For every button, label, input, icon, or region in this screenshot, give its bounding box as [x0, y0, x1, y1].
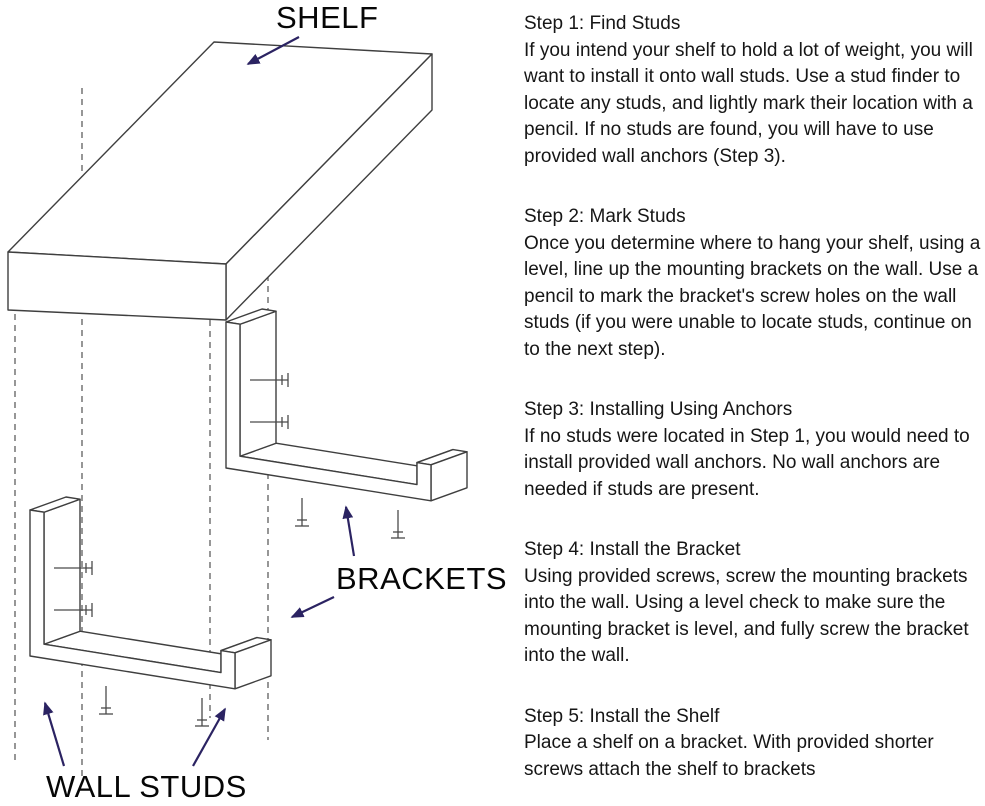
brackets-label: BRACKETS — [336, 561, 508, 596]
shelf-label: SHELF — [276, 0, 379, 35]
wall-studs-label: WALL STUDS — [46, 769, 247, 804]
step-5-title: Step 5: Install the Shelf — [524, 705, 720, 727]
step-1-title: Step 1: Find Studs — [524, 13, 681, 34]
annotation-arrows — [43, 36, 356, 767]
step-2-body: Once you determine where to hang your sh… — [524, 232, 981, 360]
step-1-body: If you intend your shelf to hold a lot o… — [524, 39, 973, 167]
shelf-board-drawing — [7, 41, 433, 321]
brackets-arrow-lower — [290, 596, 335, 618]
shelf-front-face — [7, 251, 227, 321]
brackets-arrow-upper — [342, 505, 356, 557]
wall-studs-arrow-left — [43, 701, 66, 767]
shelf-arrow — [246, 36, 300, 65]
step-5-body: Place a shelf on a bracket. With provide… — [524, 732, 934, 780]
step-5-block: Step 5: Install the Shelf Place a shelf … — [524, 704, 982, 784]
step-4-block: Step 4: Install the Bracket Using provid… — [524, 537, 982, 670]
step-1-block: Step 1: Find Studs If you intend your sh… — [524, 11, 982, 170]
shelf-installation-diagram: SHELF BRACKETS WALL STUDS — [7, 0, 508, 804]
step-3-body: If no studs were located in Step 1, you … — [524, 425, 970, 500]
diagram-illustration — [7, 36, 468, 776]
step-4-body: Using provided screws, screw the mountin… — [524, 565, 969, 667]
step-3-block: Step 3: Installing Using Anchors If no s… — [524, 397, 982, 503]
step-2-title: Step 2: Mark Studs — [524, 206, 686, 227]
step-4-title: Step 4: Install the Bracket — [524, 539, 741, 560]
bracket-upper — [225, 308, 468, 539]
instruction-steps: Step 1: Find Studs If you intend your sh… — [524, 11, 982, 806]
step-2-block: Step 2: Mark Studs Once you determine wh… — [524, 204, 982, 363]
bracket-lower — [29, 496, 272, 727]
step-3-title: Step 3: Installing Using Anchors — [524, 399, 793, 420]
wall-studs-arrow-right — [192, 707, 226, 767]
